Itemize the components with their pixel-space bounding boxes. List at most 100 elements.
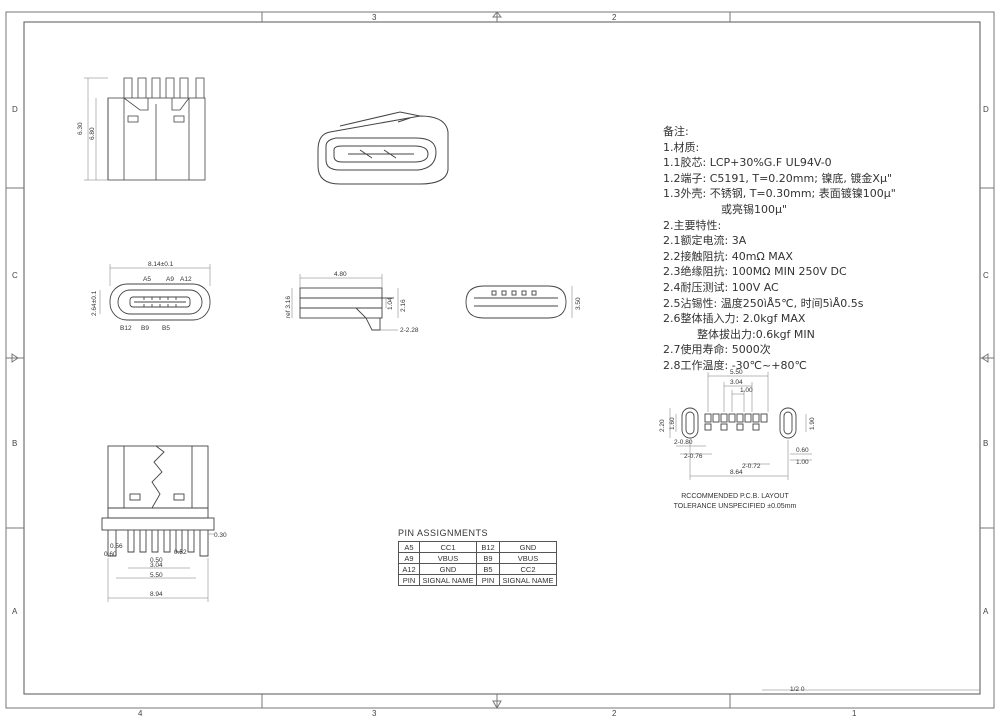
centering-mark-top xyxy=(491,11,503,18)
zone-bottom-1: 1 xyxy=(852,709,857,718)
right-dim-h: 3.50 xyxy=(575,297,582,310)
zone-top-2: 2 xyxy=(612,13,617,22)
pcb-dim-864: 8.64 xyxy=(730,469,743,476)
note-line-2-1: 2.1额定电流: 3A xyxy=(663,234,747,248)
zone-right-A: A xyxy=(983,607,989,616)
pcb-dim-304: 3.04 xyxy=(730,379,743,386)
side-dim-left: ref 3.16 xyxy=(285,296,292,318)
pcb-layout xyxy=(669,372,812,480)
front-pin-a5: A5 xyxy=(143,276,151,283)
pcb-dim-2x072: 2-0.72 xyxy=(742,463,761,470)
front-dim-top: 8.14±0.1 xyxy=(148,261,174,268)
front-dim-side: 2.64±0.1 xyxy=(91,290,98,316)
side-view xyxy=(291,274,399,331)
top-left-dim-b: 6.80 xyxy=(89,127,96,140)
bottom-dim-894: 8.94 xyxy=(150,591,163,598)
table-cell: A5 xyxy=(398,541,420,553)
bottom-dim-304: 3.04 xyxy=(150,562,163,569)
right-view xyxy=(465,285,573,319)
note-line-1: 1.材质: xyxy=(663,140,700,154)
note-line-2-4: 2.4耐压测试: 100V AC xyxy=(663,280,779,294)
zone-left-D: D xyxy=(12,105,18,114)
title-block-fragment: 1/2 0 xyxy=(790,686,805,693)
zone-right-C: C xyxy=(983,271,989,280)
side-dim-right: 2.16 xyxy=(400,299,407,312)
note-line-2-5: 2.5沾锡性: 温度250ìÅ5℃, 时间5ìÅ0.5s xyxy=(663,296,864,310)
pcb-dim-100: 1.00 xyxy=(740,387,753,394)
pin-assignments-table: A5 CC1 B12 GND A9 VBUS B9 VBUS A12 GND B… xyxy=(398,541,557,586)
front-pin-b9: B9 xyxy=(141,325,149,332)
top-left-dim-a: 6.30 xyxy=(77,122,84,135)
note-line-1-3-alt: 或亮锡100μ" xyxy=(721,202,788,216)
front-pin-b5: B5 xyxy=(162,325,170,332)
side-dim-top: 4.80 xyxy=(334,271,347,278)
note-line-2-8: 2.8工作温度: -30℃~+80℃ xyxy=(663,358,807,372)
table-row: A12 GND B5 CC2 xyxy=(398,563,557,575)
note-line-2-7: 2.7使用寿命: 5000次 xyxy=(663,343,771,357)
table-row: A9 VBUS B9 VBUS xyxy=(398,552,557,564)
pcb-dim-2x080: 2-0.80 xyxy=(674,439,693,446)
zone-top-3: 3 xyxy=(372,13,377,22)
note-line-2-6: 2.6整体插入力: 2.0kgf MAX xyxy=(663,312,806,326)
bottom-dim-060: 0.60 xyxy=(104,551,117,558)
table-cell: A9 xyxy=(398,552,420,564)
table-cell: SIGNAL NAME xyxy=(499,574,557,586)
isometric-view xyxy=(317,111,449,185)
pcb-layout-title: RCCOMMENDED P.C.B. LAYOUT xyxy=(681,493,789,500)
pcb-dim-2x076: 2-0.76 xyxy=(684,453,703,460)
top-left-view xyxy=(84,77,206,181)
table-cell: GND xyxy=(499,541,557,553)
zone-left-B: B xyxy=(12,439,17,448)
zone-left-A: A xyxy=(12,607,18,616)
side-dim-bottom: 2-2.28 xyxy=(400,327,419,334)
pin-assignments-title: PIN ASSIGNMENTS xyxy=(398,528,489,538)
table-cell: B5 xyxy=(476,563,500,575)
zone-bottom-2: 2 xyxy=(612,709,617,718)
table-cell: B9 xyxy=(476,552,500,564)
pcb-dim-190: 1.90 xyxy=(809,417,816,430)
notes-block: 备注: 1.材质: 1.1胶芯: LCP+30%G.F UL94V-0 1.2端… xyxy=(663,124,983,374)
centering-mark-right xyxy=(981,353,989,363)
pcb-dim-220: 2.20 xyxy=(659,419,666,432)
pcb-dim-160: 1.60 xyxy=(669,417,676,430)
notes-heading: 备注: xyxy=(663,125,689,138)
table-row: A5 CC1 B12 GND xyxy=(398,541,557,553)
note-line-2-3: 2.3绝缘阻抗: 100MΩ MIN 250V DC xyxy=(663,265,847,279)
bottom-dim-030: 0.30 xyxy=(214,532,227,539)
zone-left-C: C xyxy=(12,271,18,280)
table-cell: CC1 xyxy=(419,541,477,553)
front-pin-a9: A9 xyxy=(166,276,174,283)
table-cell: B12 xyxy=(476,541,500,553)
bottom-dim-056: 0.56 xyxy=(110,543,123,550)
pcb-layout-caption: RCCOMMENDED P.C.B. LAYOUT TOLERANCE UNSP… xyxy=(670,492,800,512)
bottom-left-view xyxy=(101,445,215,602)
side-dim-mid: 1.04 xyxy=(387,297,394,310)
pcb-dim-100b: 1.00 xyxy=(796,459,809,466)
pcb-dim-060: 0.60 xyxy=(796,447,809,454)
zone-right-D: D xyxy=(983,105,989,114)
bottom-dim-050: 0.50 xyxy=(150,557,163,564)
centering-mark-left xyxy=(11,353,19,363)
note-line-2-2: 2.2接触阻抗: 40mΩ MAX xyxy=(663,249,793,263)
note-line-2-6-alt: 整体拔出力:0.6kgf MIN xyxy=(697,327,815,341)
zone-bottom-3: 3 xyxy=(372,709,377,718)
front-pin-b12: B12 xyxy=(120,325,132,332)
table-cell: GND xyxy=(419,563,477,575)
zone-bottom-4: 4 xyxy=(138,709,143,718)
table-cell: PIN xyxy=(398,574,420,586)
table-cell: CC2 xyxy=(499,563,557,575)
front-view xyxy=(99,264,211,321)
note-line-1-2: 1.2端子: C5191, T=0.20mm; 镍底, 镀金Xμ" xyxy=(663,171,893,185)
table-cell: SIGNAL NAME xyxy=(419,574,477,586)
bottom-dim-550: 5.50 xyxy=(150,572,163,579)
note-line-1-1: 1.1胶芯: LCP+30%G.F UL94V-0 xyxy=(663,156,832,170)
table-cell: VBUS xyxy=(419,552,477,564)
note-line-2: 2.主要特性: xyxy=(663,218,722,232)
zone-right-B: B xyxy=(983,439,988,448)
centering-mark-bottom xyxy=(492,700,502,710)
note-line-1-3: 1.3外壳: 不锈钢, T=0.30mm; 表面镀镍100μ" xyxy=(663,187,896,201)
table-cell: PIN xyxy=(476,574,500,586)
pcb-dim-550: 5.50 xyxy=(730,369,743,376)
table-cell: A12 xyxy=(398,563,420,575)
